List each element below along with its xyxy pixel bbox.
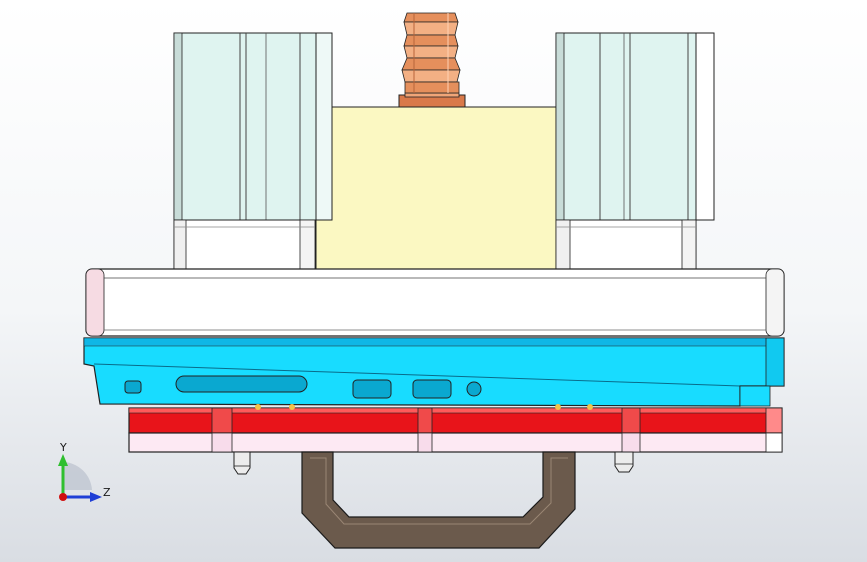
z-axis-label: Z: [103, 486, 111, 499]
handle[interactable]: [301, 451, 576, 549]
guide-pin-left[interactable]: [233, 451, 251, 475]
y-axis-arrow: [58, 454, 68, 466]
right-cylinder[interactable]: [555, 32, 715, 270]
port-round: [466, 381, 482, 397]
bottom-plate[interactable]: [128, 432, 783, 453]
z-axis-arrow: [90, 492, 102, 502]
red-plate[interactable]: [128, 404, 783, 434]
coordinate-triad: [58, 454, 102, 502]
top-plate[interactable]: [85, 268, 785, 337]
manifold-block[interactable]: [315, 106, 557, 270]
port-square: [124, 380, 142, 394]
port-slot-2: [412, 379, 452, 399]
left-cylinder[interactable]: [173, 32, 333, 270]
port-long-slot: [175, 375, 308, 393]
guide-pin-right[interactable]: [614, 451, 634, 473]
blue-plate[interactable]: [83, 337, 785, 407]
port-slot-1: [352, 379, 392, 399]
triad-plane: [63, 462, 92, 490]
hose-barb-fitting[interactable]: [398, 12, 466, 108]
triad-origin: [59, 493, 67, 501]
y-axis-label: Y: [60, 441, 67, 454]
